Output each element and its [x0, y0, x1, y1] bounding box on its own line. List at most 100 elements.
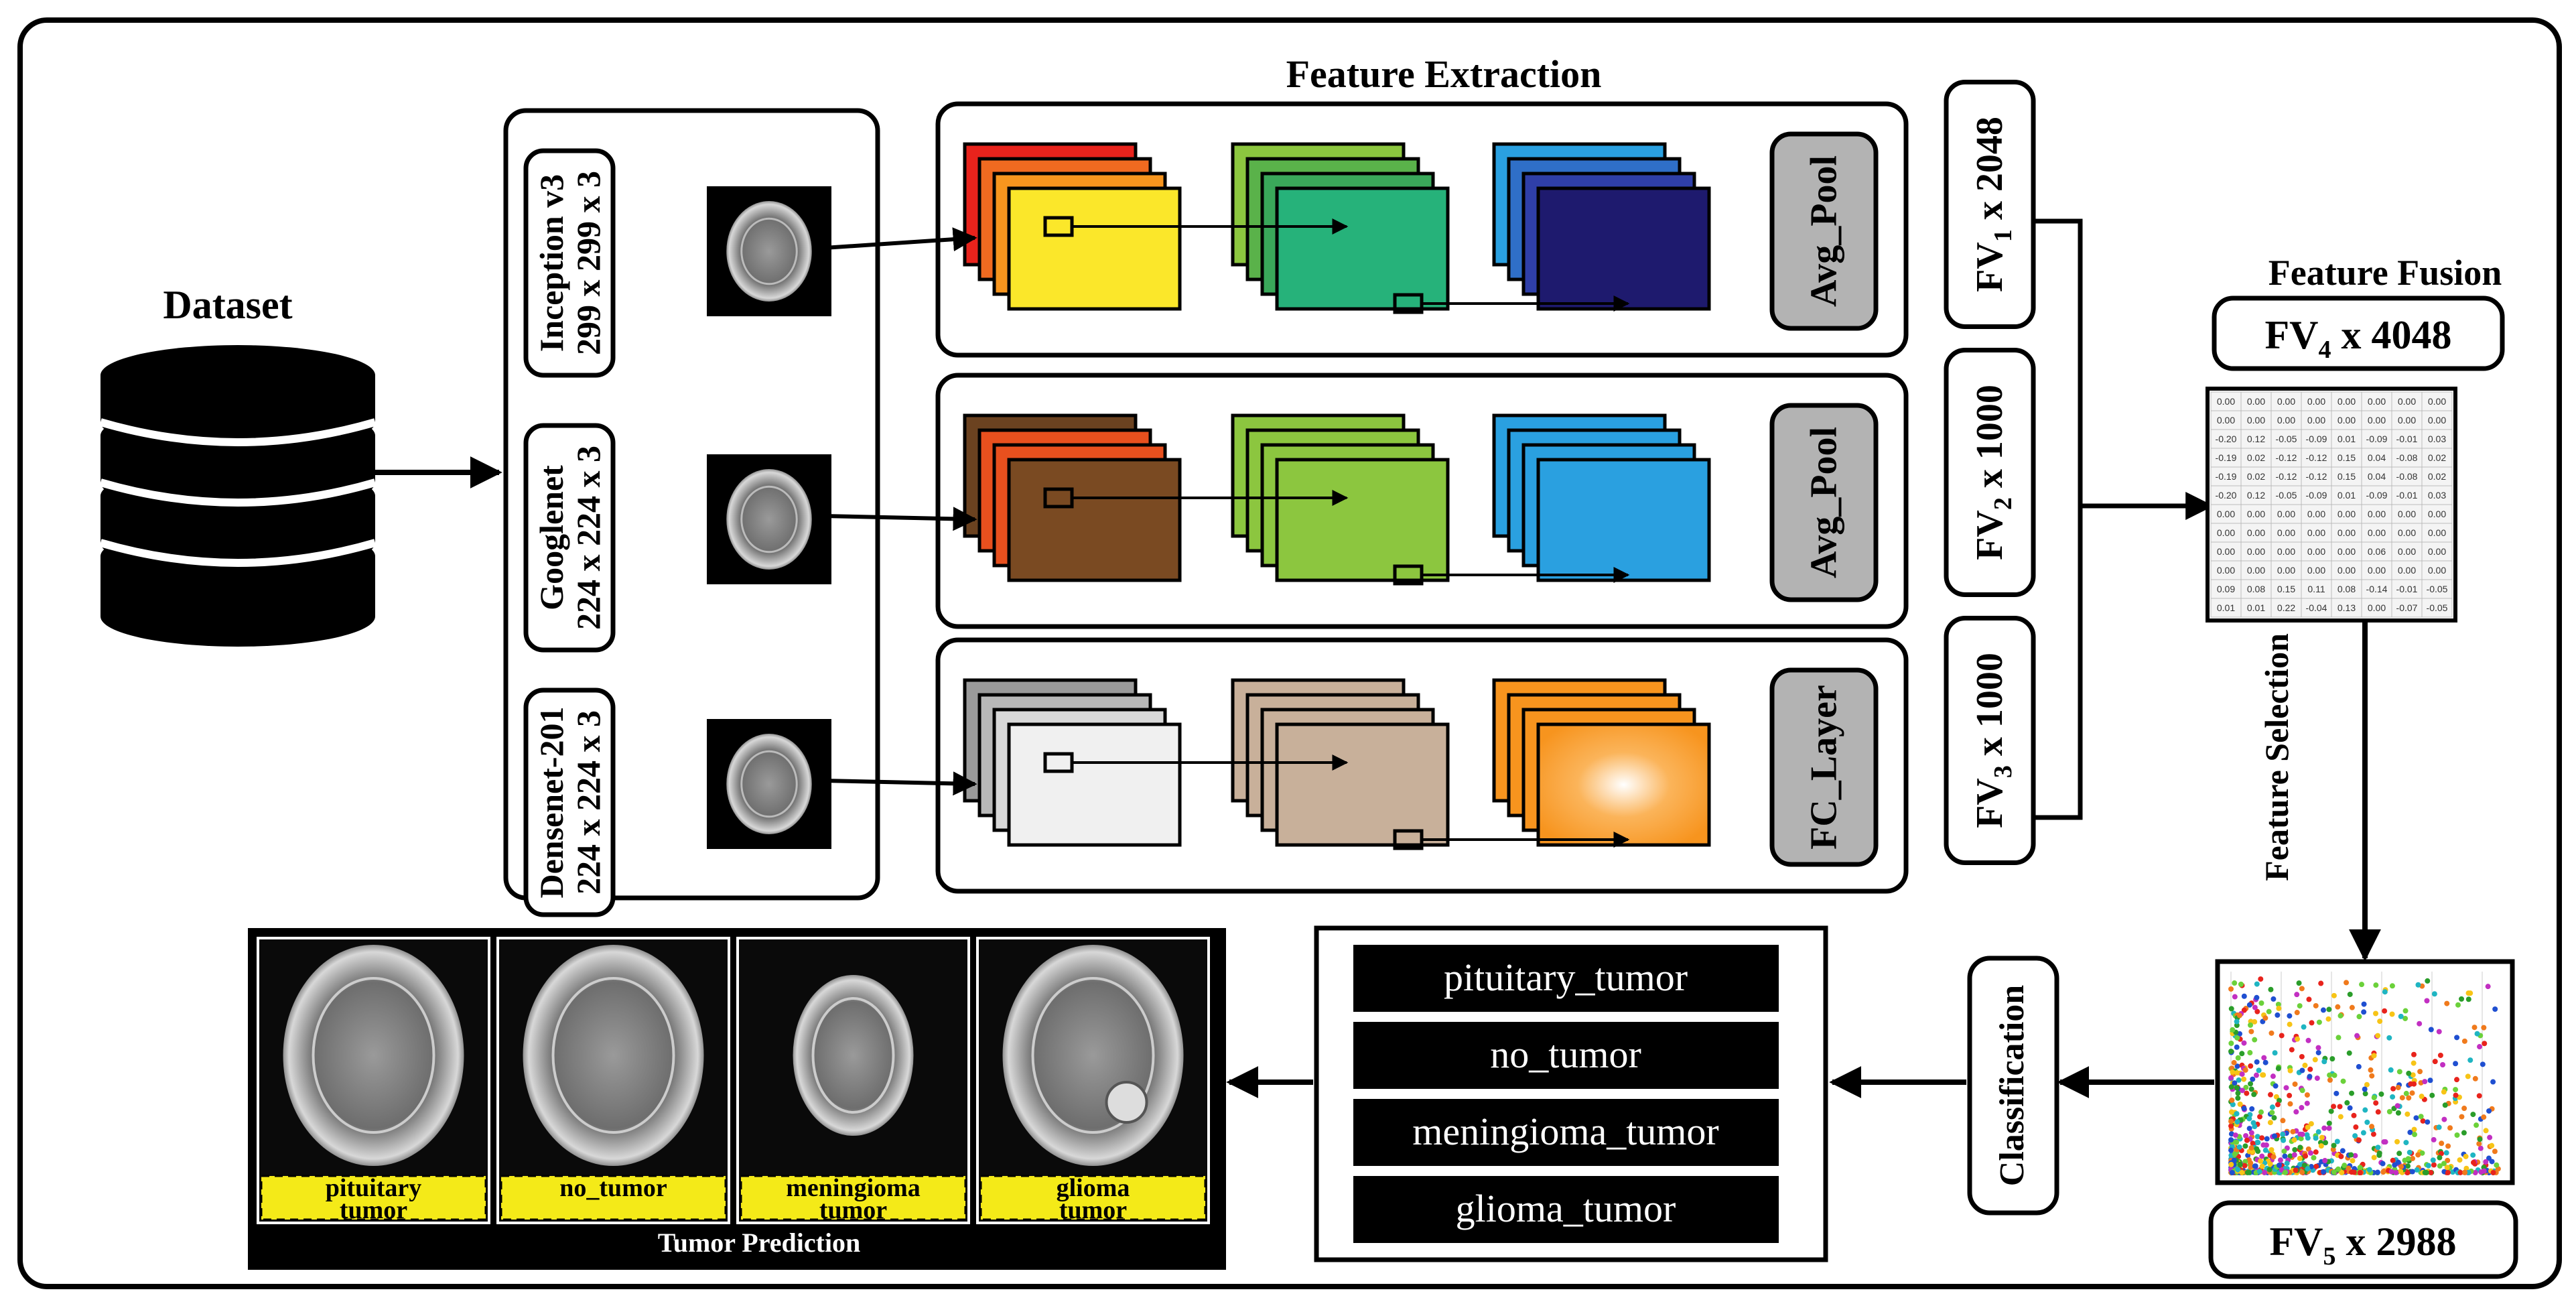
scatter-point	[2273, 1083, 2279, 1089]
scatter-point	[2388, 1169, 2394, 1175]
scatter-point	[2454, 1132, 2460, 1138]
scatter-point	[2248, 1063, 2254, 1069]
scatter-point	[2477, 1044, 2483, 1050]
scatter-plot	[2228, 972, 2501, 1176]
scatter-point	[2229, 1170, 2235, 1175]
scatter-point	[2283, 1085, 2289, 1091]
scatter-point	[2380, 1161, 2386, 1167]
matrix-cell	[2270, 579, 2302, 599]
scatter-point	[2483, 1128, 2489, 1134]
scatter-point	[2292, 1081, 2298, 1087]
scatter-point	[2232, 994, 2238, 1000]
matrix-cell	[2361, 504, 2392, 524]
scatter-point	[2242, 1159, 2248, 1165]
scatter-point	[2287, 1013, 2293, 1019]
scatter-point	[2375, 1144, 2381, 1151]
scatter-point	[2294, 992, 2300, 998]
scatter-point	[2374, 1169, 2380, 1175]
scatter-point	[2349, 1004, 2355, 1010]
scatter-point	[2439, 1151, 2445, 1157]
matrix-value: 0.00	[2247, 565, 2265, 576]
scatter-point	[2328, 1108, 2334, 1114]
scatter-point	[2402, 1008, 2409, 1014]
matrix-cell	[2301, 391, 2332, 411]
prediction-label: tumor	[819, 1196, 887, 1224]
scatter-point	[2263, 1142, 2269, 1148]
scatter-point	[2259, 1163, 2265, 1169]
scatter-point	[2253, 1072, 2259, 1078]
scatter-point	[2257, 1114, 2263, 1120]
matrix-cell	[2421, 429, 2453, 449]
scatter-point	[2290, 1128, 2296, 1134]
scatter-point	[2248, 1081, 2254, 1087]
scatter-point	[2334, 1138, 2340, 1144]
matrix-cell	[2240, 429, 2272, 449]
matrix-value: 0.00	[2428, 565, 2446, 576]
scatter-point	[2259, 1153, 2265, 1159]
feature-selection-label: Feature Selection	[2258, 633, 2295, 881]
scatter-point	[2482, 1041, 2488, 1047]
scatter-point	[2260, 1072, 2266, 1078]
scatter-point	[2254, 994, 2260, 1000]
scatter-point	[2436, 1029, 2442, 1035]
scatter-point	[2327, 1072, 2333, 1078]
scatter-point	[2420, 1118, 2426, 1124]
scatter-point	[2321, 1169, 2327, 1175]
matrix-cell	[2391, 466, 2423, 486]
scatter-point	[2266, 1008, 2272, 1014]
matrix-cell	[2421, 504, 2453, 524]
model-label-box	[523, 148, 616, 378]
scatter-point	[2441, 1116, 2447, 1122]
matrix-value: 0.08	[2337, 584, 2356, 594]
scatter-point	[2478, 1145, 2484, 1151]
scatter-point	[2396, 1069, 2402, 1075]
scatter-point	[2305, 1135, 2311, 1141]
scatter-point	[2296, 980, 2302, 986]
scatter-point	[2483, 1159, 2489, 1165]
scatter-point	[2472, 1170, 2478, 1175]
scatter-point	[2470, 1159, 2476, 1165]
scatter-point	[2362, 1091, 2368, 1097]
scatter-point	[2370, 1131, 2376, 1137]
selected-vector-box: FV5 x 2988	[2208, 1200, 2518, 1279]
scatter-point	[2262, 1147, 2268, 1153]
matrix-value: 0.00	[2398, 396, 2416, 407]
model-input-size: 224 x 224 x 3	[569, 446, 607, 630]
matrix-value: 0.22	[2277, 602, 2295, 613]
matrix-value: 0.00	[2428, 546, 2446, 557]
scatter-point	[2244, 1090, 2250, 1096]
scatter-point	[2429, 1092, 2435, 1098]
scatter-point	[2239, 1169, 2245, 1175]
scatter-point	[2320, 1007, 2326, 1013]
scatter-point	[2266, 1167, 2273, 1173]
scatter-point	[2337, 1012, 2344, 1019]
scatter-point	[2234, 1044, 2240, 1050]
fusion-connector	[2033, 218, 2214, 820]
scatter-point	[2287, 1101, 2293, 1107]
scatter-point	[2239, 1088, 2245, 1094]
scatter-point	[2331, 1169, 2337, 1175]
matrix-value: 0.00	[2277, 509, 2295, 519]
scatter-point	[2494, 1162, 2500, 1168]
scatter-point	[2275, 1102, 2281, 1108]
scatter-point	[2337, 1104, 2343, 1110]
scatter-point	[2356, 1063, 2362, 1069]
scatter-point	[2492, 1006, 2498, 1012]
scatter-point	[2228, 1040, 2234, 1046]
matrix-cell	[2210, 598, 2242, 618]
scatter-point	[2487, 1134, 2493, 1140]
scatter-point	[2235, 1055, 2241, 1061]
matrix-value: 0.00	[2368, 602, 2386, 613]
scatter-point	[2281, 1137, 2287, 1143]
scatter-point	[2248, 1029, 2254, 1035]
scatter-point	[2247, 1050, 2253, 1056]
scatter-point	[2361, 1009, 2367, 1015]
scatter-point	[2289, 1047, 2295, 1053]
scatter-point	[2399, 1095, 2405, 1101]
input-arrow	[823, 227, 977, 252]
matrix-value: 0.00	[2428, 509, 2446, 519]
scatter-point	[2348, 1152, 2354, 1158]
